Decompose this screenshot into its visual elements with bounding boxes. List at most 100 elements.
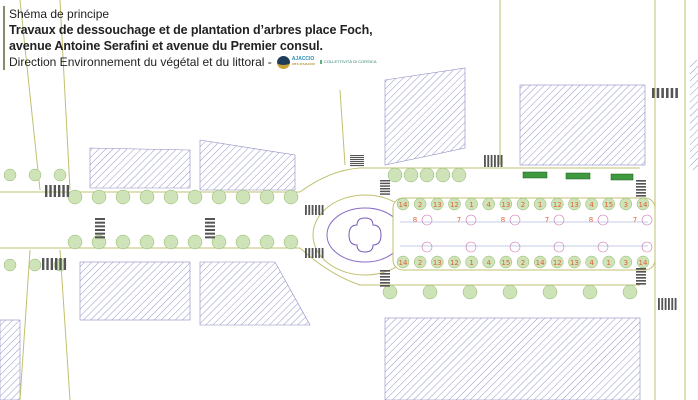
tree (403, 167, 419, 183)
crosswalk-stripe (490, 155, 493, 167)
tree (619, 255, 633, 269)
crosswalk-stripe (652, 88, 655, 98)
tree (568, 255, 581, 269)
crosswalk-stripe (311, 205, 314, 215)
tree (602, 197, 615, 211)
tree-label: 12 (553, 259, 562, 267)
planter (610, 173, 634, 181)
tree (516, 197, 530, 211)
tree (462, 284, 478, 300)
tree (419, 167, 435, 183)
tree (211, 234, 227, 250)
crosswalk-stripe (636, 283, 646, 285)
tree-pit (641, 214, 653, 226)
crosswalk-stripe (318, 205, 321, 215)
crosswalk-stripe (380, 285, 390, 287)
tree (283, 234, 299, 250)
tree-label: 2 (418, 201, 422, 209)
tree-pit (641, 241, 653, 253)
crosswalk-stripe (658, 298, 660, 310)
tree-label: 4 (589, 201, 594, 209)
crosswalk-stripe (380, 180, 390, 182)
tree-pit (465, 214, 477, 226)
crosswalk-stripe (311, 248, 314, 258)
building (79, 261, 191, 321)
crosswalk-stripe (350, 159, 364, 161)
tree-label: 14 (639, 259, 648, 267)
crosswalk-stripe (205, 229, 215, 232)
building (89, 147, 191, 189)
tree (551, 197, 564, 211)
department: Direction Environnement du végétal et du… (9, 55, 272, 69)
crosswalk-stripe (62, 185, 65, 197)
subtitle: Shéma de principe (9, 7, 110, 21)
tree-label: 1 (469, 201, 473, 209)
tree-label: 15 (501, 259, 510, 267)
crosswalk-stripe (670, 88, 674, 98)
tree-label: 1 (538, 201, 542, 209)
building (384, 317, 641, 400)
crosswalk-stripe (484, 155, 486, 167)
tree (602, 255, 615, 269)
tree-label: 3 (624, 201, 628, 209)
crosswalk-stripe (664, 298, 667, 310)
crosswalk-stripe (95, 225, 105, 228)
tree (582, 284, 598, 300)
crosswalk-stripe (671, 298, 674, 310)
tree (115, 234, 131, 250)
tree-pit (553, 214, 565, 226)
crosswalk-stripe (487, 155, 490, 167)
crosswalk-stripe (58, 185, 61, 197)
crosswalk-stripe (636, 192, 646, 194)
tree (431, 197, 444, 211)
crosswalk-stripe (636, 195, 646, 197)
tree (259, 234, 275, 250)
tree-pit (421, 214, 433, 226)
tree (413, 197, 427, 211)
crosswalk-stripe (668, 298, 670, 310)
tree (448, 197, 461, 211)
crosswalk-stripe (636, 180, 646, 182)
tree (139, 189, 155, 205)
tree (163, 189, 179, 205)
crosswalk-stripe (350, 165, 364, 167)
tree-label: 12 (450, 259, 459, 267)
crosswalk-stripe (380, 273, 390, 275)
tree-label: 12 (553, 201, 562, 209)
tree (465, 197, 478, 211)
tree-label: 13 (501, 201, 510, 209)
crosswalk-stripe (42, 258, 45, 270)
tree-label: 2 (418, 259, 422, 267)
tree (382, 284, 398, 300)
tree (235, 234, 251, 250)
crosswalk-stripe (497, 155, 500, 167)
tree (619, 197, 633, 211)
tree-pit (597, 241, 609, 253)
tree (67, 234, 83, 250)
crosswalk-stripe (315, 248, 317, 258)
tree-pit (597, 214, 609, 226)
crosswalk-stripe (53, 185, 57, 197)
crosswalk-stripe (380, 270, 390, 272)
tree (451, 167, 467, 183)
tree (211, 189, 227, 205)
tree-label: 4 (589, 259, 594, 267)
crosswalk-stripe (636, 271, 646, 273)
tree (413, 255, 427, 269)
crosswalk-stripe (500, 155, 503, 167)
crosswalk-stripe (66, 185, 70, 197)
tree (28, 168, 42, 182)
buildings (0, 60, 698, 400)
planter (565, 172, 591, 180)
crosswalk-stripe (675, 88, 678, 98)
crosswalk-stripe (674, 298, 677, 310)
logo-text: AJACCIO (291, 56, 315, 62)
crosswalk-stripe (321, 248, 324, 258)
tree (28, 258, 42, 272)
tree (3, 168, 17, 182)
tree-label: 13 (433, 201, 442, 209)
tree (91, 234, 107, 250)
crosswalk-stripe (55, 258, 58, 270)
